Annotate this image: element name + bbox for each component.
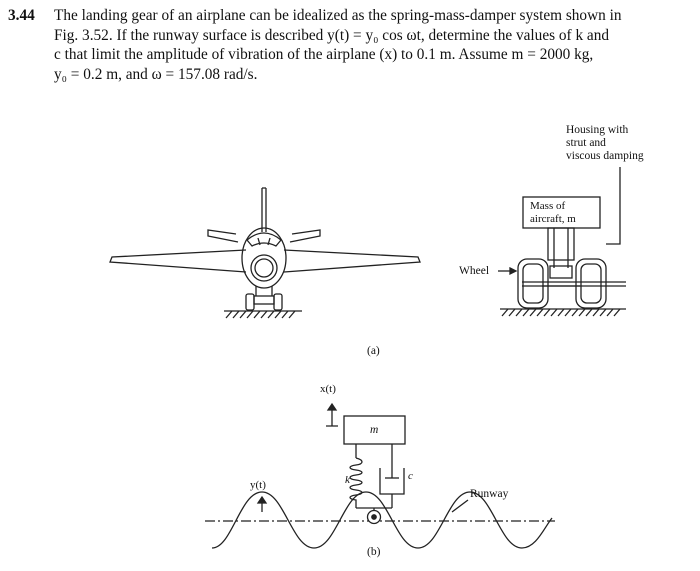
caption-b: (b) [367,546,381,558]
damping-coefficient-label: c [408,470,413,482]
problem-line-4: y₀ = 0.2 m, and ω = 157.08 rad/s. [54,65,258,83]
caption-a: (a) [367,345,380,357]
landing-gear-detail [498,167,626,317]
housing-label: Housing with strut and viscous damping [566,124,644,163]
spring-mass-damper-model [205,402,555,549]
problem-number: 3.44 [8,7,35,24]
housing-label-line-3: viscous damping [566,150,644,162]
runway-label: Runway [470,488,509,500]
mass-of-aircraft-label: Mass of aircraft, m [530,200,576,226]
problem-line-1: The landing gear of an airplane can be i… [54,7,622,24]
airplane-front-view [109,187,421,319]
mass-label-line-1: Mass of [530,200,566,212]
housing-label-line-1: Housing with [566,124,629,136]
housing-label-line-2: strut and [566,137,606,149]
wheel-label: Wheel [459,265,490,277]
spring-constant-label: k [345,474,350,486]
x-displacement-label: x(t) [320,383,336,395]
mass-symbol: m [370,424,379,436]
problem-line-2: Fig. 3.52. If the runway surface is desc… [54,26,610,44]
problem-line-3: c that limit the amplitude of vibration … [54,46,594,64]
y-displacement-label: y(t) [250,479,266,491]
mass-label-line-2: aircraft, m [530,213,576,225]
problem-text: The landing gear of an airplane can be i… [54,6,690,84]
